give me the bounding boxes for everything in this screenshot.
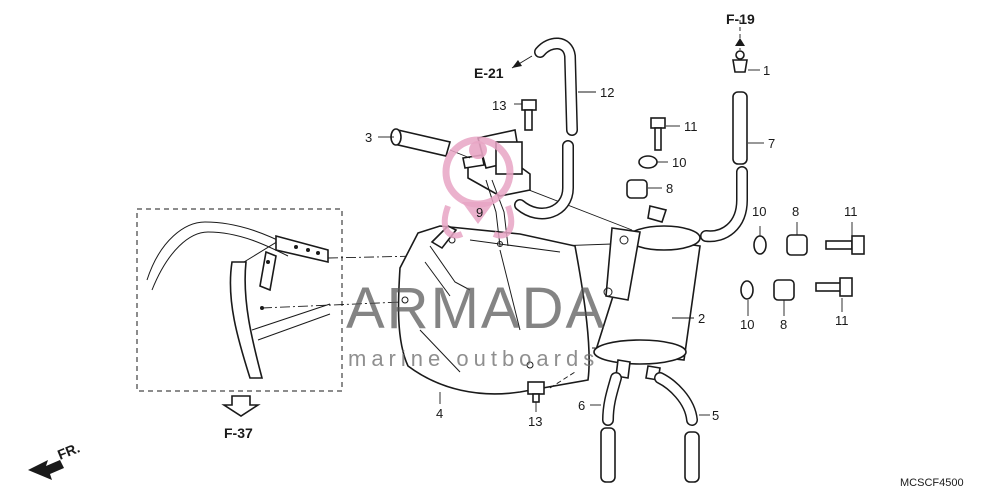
leader-lines — [378, 69, 853, 416]
reference-arrows — [28, 38, 745, 480]
callout-1: 1 — [763, 63, 770, 78]
hose-part-6 — [600, 372, 622, 483]
callout-7: 7 — [768, 136, 775, 151]
canister-cover-part-4 — [397, 225, 590, 395]
callout-11-top: 11 — [684, 119, 698, 134]
callout-2: 2 — [698, 311, 705, 326]
arrow-up-icon — [735, 38, 745, 46]
frame-inset — [136, 208, 343, 392]
watermark-brand: ARMADA — [346, 276, 606, 341]
watermark: ARMADA marine outboards — [346, 136, 606, 371]
callout-8-top: 8 — [666, 181, 673, 196]
ref-f37: F-37 — [224, 425, 253, 441]
hose-part-5 — [654, 372, 700, 483]
diagram-code: MCSCF4500 — [900, 477, 964, 489]
evap-canister-part-2 — [593, 205, 701, 381]
ref-front: FR. — [55, 439, 82, 462]
callout-13-top: 13 — [492, 98, 506, 113]
ref-f19: F-19 — [726, 11, 755, 27]
callout-4: 4 — [436, 406, 443, 421]
ref-e21: E-21 — [474, 65, 504, 81]
callout-11-right-lower: 11 — [835, 313, 849, 328]
callout-3: 3 — [365, 130, 372, 145]
hose-part-12 — [514, 37, 578, 220]
callout-10-right-upper: 10 — [752, 204, 766, 219]
callout-10-right-lower: 10 — [740, 317, 754, 332]
callout-8-right-lower: 8 — [780, 317, 787, 332]
callout-5: 5 — [712, 408, 719, 423]
callout-9: 9 — [476, 205, 483, 220]
callout-8-right-upper: 8 — [792, 204, 799, 219]
arrow-left-icon — [512, 60, 522, 68]
fasteners — [521, 99, 865, 403]
callout-13-bottom: 13 — [528, 414, 542, 429]
watermark-logo — [441, 136, 515, 239]
callout-10-top: 10 — [672, 155, 686, 170]
callout-12: 12 — [600, 85, 614, 100]
hose-part-7 — [700, 20, 748, 243]
front-arrow-icon — [28, 460, 64, 480]
arrow-down-hollow-icon — [221, 395, 261, 417]
watermark-tagline: marine outboards — [348, 346, 599, 371]
callout-11-right-upper: 11 — [844, 204, 858, 219]
callout-6: 6 — [578, 398, 585, 413]
